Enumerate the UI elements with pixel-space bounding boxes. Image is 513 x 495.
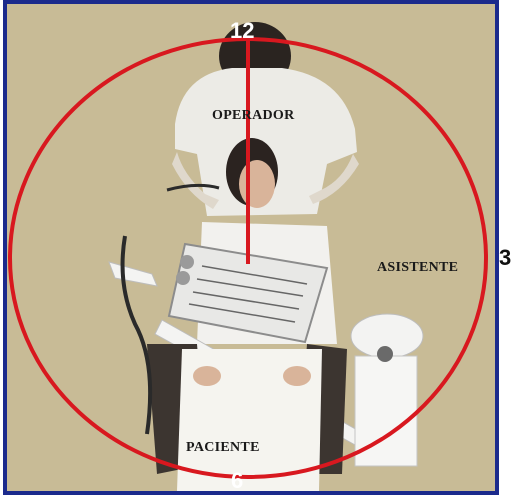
clock-6-label: 6: [231, 468, 243, 494]
clock-12-label: 12: [230, 18, 254, 44]
patient-label: PACIENTE: [186, 440, 260, 456]
clock-3-label: 3: [499, 245, 511, 271]
assistant-label: ASISTENTE: [377, 260, 458, 276]
operator-label: OPERADOR: [212, 108, 295, 124]
